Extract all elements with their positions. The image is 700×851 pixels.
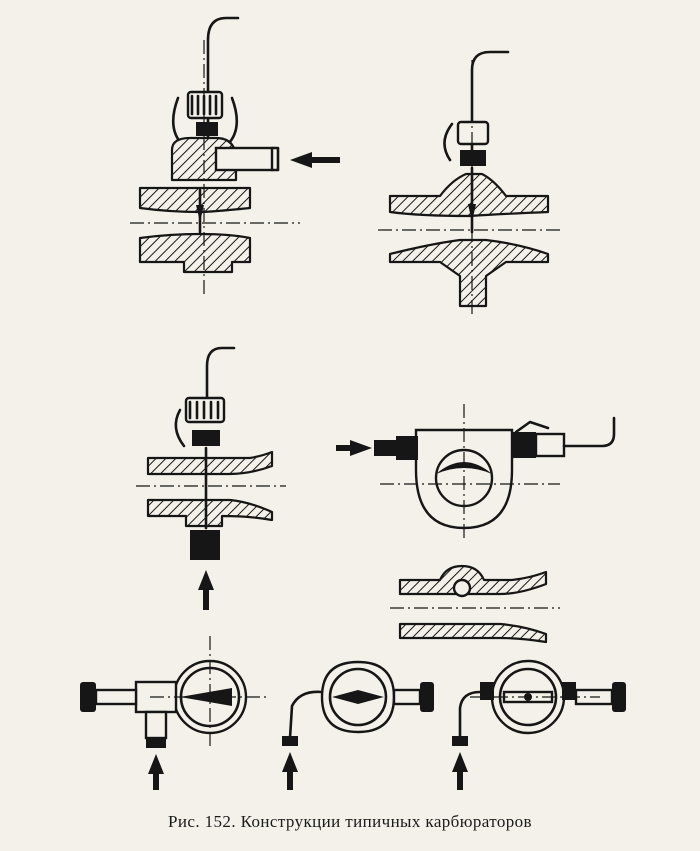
knob-h	[612, 682, 626, 712]
figure-title: Конструкции типичных карбюраторов	[240, 812, 532, 831]
venturi-wall-top-e	[398, 564, 548, 596]
carburetor-g	[282, 660, 434, 790]
knob-f	[80, 682, 96, 712]
bore-g	[328, 667, 388, 727]
fuel-arrow-d	[336, 440, 372, 456]
carburetor-d	[336, 404, 616, 540]
elbow-g	[288, 690, 324, 740]
knob-g	[420, 682, 434, 712]
venturi-wall-bottom-c	[146, 498, 274, 528]
rod-g	[392, 688, 422, 706]
lock-nut-b	[460, 150, 486, 166]
elbow-nut-h	[452, 736, 468, 746]
spring-clip-c	[174, 408, 186, 448]
carburetor-f	[80, 636, 270, 790]
air-arrow-g	[282, 752, 298, 790]
air-arrow-h	[452, 752, 468, 790]
venturi-wall-top-b	[388, 172, 550, 218]
carburetor-h	[452, 659, 626, 790]
needle-rod-a	[206, 16, 240, 147]
left-nut-h	[480, 682, 494, 700]
elbow-h	[458, 690, 482, 740]
venturi-wall-top-a	[138, 186, 252, 214]
carburetor-c	[136, 346, 286, 610]
fuel-inlet-pipe-a	[214, 146, 274, 172]
knurled-nut-b	[456, 120, 490, 146]
lock-nut-c	[192, 430, 220, 446]
elbow-nut-g	[282, 736, 298, 746]
knurl-lines-c	[188, 400, 220, 420]
needle-g	[332, 690, 384, 704]
tee-leg-f	[144, 710, 168, 740]
venturi-wall-bottom-a	[138, 232, 252, 274]
left-fitting-d	[374, 440, 396, 456]
venturi-wall-bottom-b	[388, 238, 550, 308]
venturi-wall-bottom-e	[398, 622, 548, 644]
right-nut-h	[562, 682, 576, 700]
lock-nut-a	[196, 122, 218, 136]
needle-rod-c	[205, 346, 236, 422]
knurl-lines-a	[190, 94, 218, 116]
figure-label: Рис. 152.	[168, 812, 236, 831]
air-arrow-f	[148, 754, 164, 790]
lever-d	[514, 420, 550, 434]
carburetor-b	[378, 50, 560, 318]
throttle-d	[436, 462, 492, 474]
air-arrow-c	[198, 570, 214, 610]
rod-d	[562, 416, 616, 448]
jet-e	[452, 578, 472, 598]
right-nut-d	[512, 432, 536, 458]
carburetor-a	[130, 16, 340, 298]
fuel-arrow-a	[290, 152, 340, 168]
left-nut-d	[396, 436, 418, 460]
venturi-wall-top-c	[146, 450, 274, 476]
tee-nut-f	[146, 738, 166, 748]
rod-f	[94, 688, 138, 706]
needle-tip-a	[196, 205, 204, 222]
figure-caption: Рис. 152. Конструкции типичных карбюрато…	[0, 812, 700, 832]
knurl-d	[534, 432, 566, 458]
carburetor-e	[390, 564, 560, 644]
jet-body-c	[190, 530, 220, 560]
inlet-end-a	[270, 146, 280, 172]
carburetor-diagram	[80, 16, 626, 790]
spring-clip-b	[443, 122, 454, 162]
